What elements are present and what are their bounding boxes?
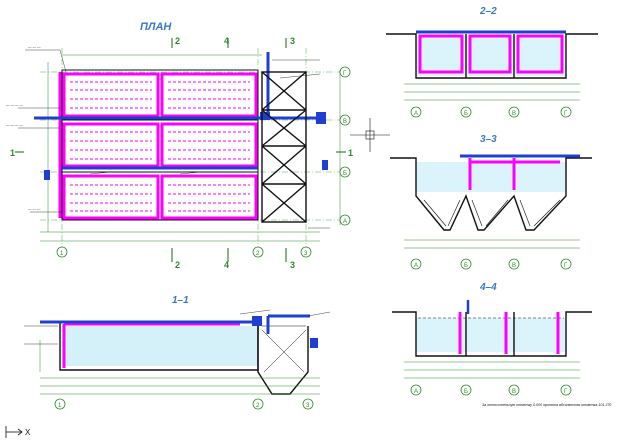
section-4-4-axis-g: Г: [564, 389, 568, 395]
section-2-2-axis-b: Б: [464, 111, 468, 117]
plan-axis-a: А: [343, 219, 347, 225]
section-4-4-axis-a: А: [414, 389, 418, 395]
svg-text:X: X: [25, 428, 31, 437]
plan-cut-mark-2-top: 2: [175, 36, 180, 46]
pipe-gate: [260, 112, 270, 120]
section-4-4-axis-v: В: [512, 389, 516, 395]
section-4-4-axis-b: Б: [464, 389, 468, 395]
section-3-3-axis-v: В: [512, 263, 516, 269]
section-2-2: 2–2 А Б В Г: [386, 6, 598, 118]
section-4-4: 4–4 А Б В Г: [392, 282, 592, 396]
plan-axis-b: Б: [343, 171, 347, 177]
section-3-3: 3–3 А Б В Г: [390, 134, 592, 270]
plan-axis-v: В: [343, 119, 347, 125]
elevation-footnote: За относительную отметку 0.000 принята а…: [482, 403, 611, 407]
section-1-1-axis-1: 1: [58, 403, 62, 409]
plan-cut-mark-3-bottom: 3: [290, 260, 295, 270]
plan-axis-3: 3: [304, 251, 308, 257]
section-3-3-title: 3–3: [480, 134, 497, 145]
svg-text:— — — —: — — — —: [5, 103, 23, 107]
pipe-outlet: [316, 112, 326, 124]
plan-title: ПЛАН: [140, 21, 172, 33]
section-4-4-title: 4–4: [479, 282, 497, 293]
section-1-1-axis-2: 2: [256, 403, 260, 409]
section-3-3-axis-g: Г: [564, 263, 568, 269]
plan-axis-1: 1: [60, 251, 64, 257]
plan-cut-mark-2-bottom: 2: [175, 260, 180, 270]
plan-axis-g: Г: [343, 71, 347, 77]
svg-text:— — —: — — —: [27, 45, 41, 49]
plan-view: ПЛАН 2 4 3 2 4 3 1 1: [5, 21, 353, 270]
plan-cut-mark-1-left: 1: [10, 148, 15, 158]
plan-cut-mark-1-right: 1: [348, 148, 353, 158]
crosshair-icon: [350, 118, 390, 152]
section-3-3-axis-a: А: [414, 263, 418, 269]
section-3-3-axis-b: Б: [464, 263, 468, 269]
plan-cut-mark-3-top: 3: [290, 36, 295, 46]
ucs-axis-icon: X: [5, 426, 31, 438]
section-2-2-title: 2–2: [479, 6, 497, 17]
section-1-1-axis-3: 3: [306, 403, 310, 409]
svg-text:— — —: — — —: [27, 207, 41, 211]
plan-cut-mark-4-bottom: 4: [224, 260, 229, 270]
plan-cut-mark-4-top: 4: [224, 36, 229, 46]
svg-text:— — — —: — — — —: [5, 123, 23, 127]
plan-settlers: [261, 71, 307, 223]
section-2-2-axis-g: Г: [564, 111, 568, 117]
section-1-1: 1–1: [24, 295, 331, 410]
plan-axis-2: 2: [256, 251, 260, 257]
section-2-2-axis-v: В: [512, 111, 516, 117]
section-1-1-title: 1–1: [172, 295, 189, 306]
section-2-2-axis-a: А: [414, 111, 418, 117]
